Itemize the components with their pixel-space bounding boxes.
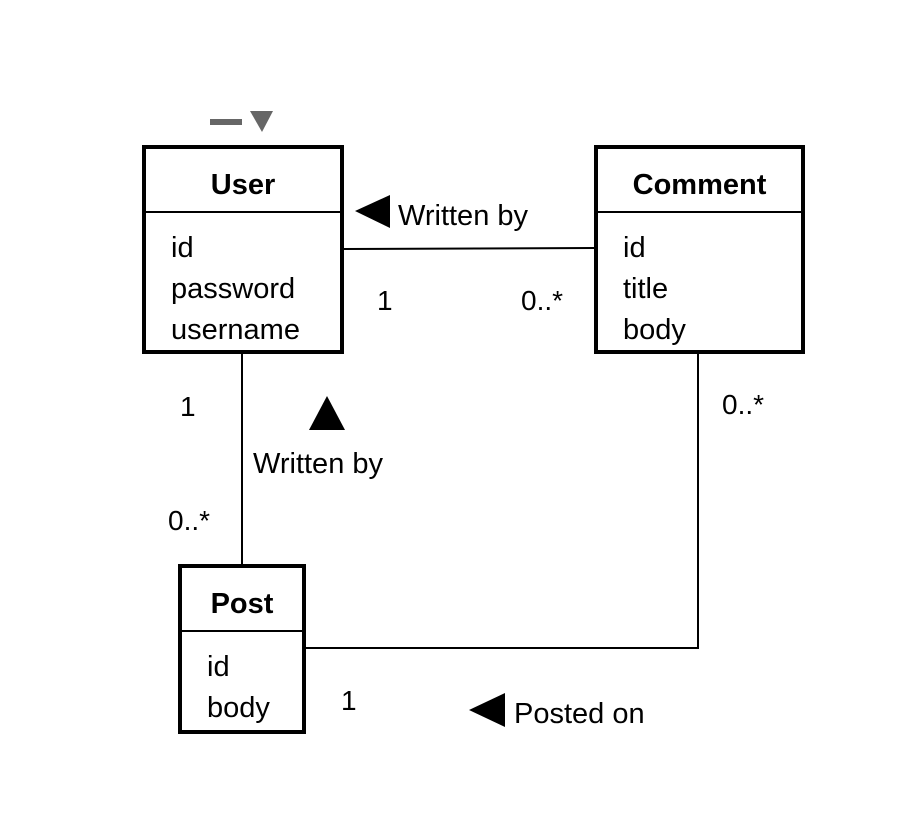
user-attribute: username — [171, 314, 300, 346]
post-attribute: id — [207, 651, 230, 683]
comment-attributes: id title body — [598, 213, 801, 351]
user-class-name: User — [146, 149, 340, 213]
post-class-name: Post — [182, 568, 302, 632]
user-post-label: Written by — [253, 448, 384, 480]
user-class[interactable]: User id password username — [142, 145, 344, 354]
user-attribute: password — [171, 273, 296, 305]
user-comment-association-line[interactable] — [343, 247, 595, 250]
comment-class-name: Comment — [598, 149, 801, 213]
user-post-user-multiplicity: 1 — [180, 391, 196, 422]
user-attribute: id — [171, 232, 194, 264]
post-class[interactable]: Post id body — [178, 564, 306, 734]
user-comment-user-multiplicity: 1 — [377, 285, 393, 316]
post-comment-comment-multiplicity: 0..* — [722, 389, 765, 420]
comment-attribute: id — [623, 232, 646, 264]
user-comment-label: Written by — [398, 200, 529, 232]
written-by-up-arrow-icon — [309, 396, 345, 430]
written-by-left-arrow-icon — [355, 195, 390, 228]
post-comment-label: Posted on — [514, 698, 645, 730]
post-attribute: body — [207, 692, 270, 724]
post-comment-association-line[interactable] — [306, 354, 699, 649]
user-comment-comment-multiplicity: 0..* — [521, 285, 564, 316]
dropdown-triangle-icon[interactable] — [250, 111, 273, 132]
post-attributes: id body — [182, 632, 302, 729]
user-attributes: id password username — [146, 213, 340, 351]
post-comment-post-multiplicity: 1 — [341, 685, 357, 716]
comment-attribute: title — [623, 273, 669, 305]
comment-class[interactable]: Comment id title body — [594, 145, 805, 354]
minus-icon[interactable] — [210, 119, 242, 125]
posted-on-left-arrow-icon — [469, 693, 505, 727]
user-post-post-multiplicity: 0..* — [168, 505, 211, 536]
comment-attribute: body — [623, 314, 686, 346]
